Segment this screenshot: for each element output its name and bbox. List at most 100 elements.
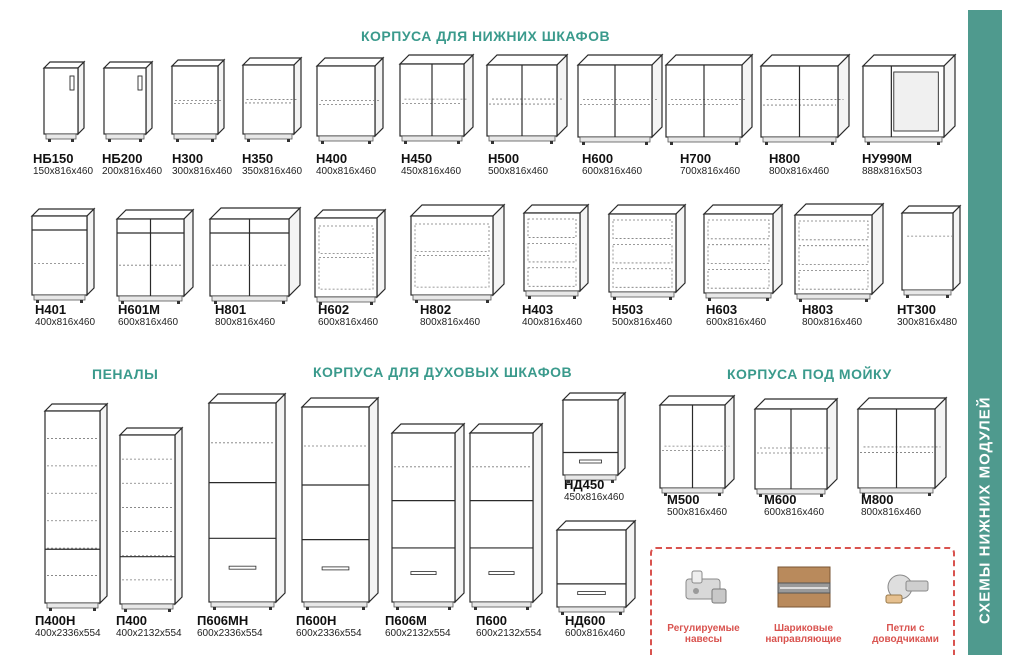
module-code: Н300 — [172, 151, 204, 166]
module-code: НБ150 — [33, 151, 74, 166]
module-size: 300х816х480 — [897, 317, 958, 328]
module-code: П600Н — [296, 613, 337, 628]
module-code: Н800 — [769, 151, 801, 166]
module-size: 600х816х460 — [582, 166, 643, 177]
module-size: 600х2336х554 — [197, 628, 263, 639]
module-code: Н401 — [35, 302, 67, 317]
cabinet-drawing — [485, 53, 569, 144]
cabinet-drawing — [102, 60, 154, 142]
module-code: Н601М — [118, 302, 160, 317]
module-code: НУ990М — [862, 151, 912, 166]
cabinet-module — [485, 53, 569, 144]
cabinet-drawing — [576, 53, 664, 145]
cabinet-module — [759, 53, 851, 145]
module-size: 500х816х460 — [667, 507, 728, 518]
module-size: 600х2336х554 — [296, 628, 362, 639]
cabinet-module — [664, 53, 754, 145]
hinge-icon — [672, 559, 736, 617]
feature-item: Петли с доводчиками — [858, 559, 953, 645]
module-size: 600х2132х554 — [385, 628, 451, 639]
cabinet-module — [398, 53, 475, 144]
cabinet-drawing — [561, 391, 627, 483]
sidebar-title: СХЕМЫ НИЖНИХ МОДУЛЕЙ — [976, 396, 994, 624]
cabinet-drawing — [856, 396, 948, 496]
module-size: 800х816х460 — [802, 317, 863, 328]
cabinet-module — [313, 208, 387, 305]
cabinet-module — [607, 203, 687, 300]
module-code: П606М — [385, 613, 427, 628]
cabinet-module — [468, 422, 544, 610]
module-size: 150х816х460 — [33, 166, 94, 177]
cabinet-module — [555, 519, 637, 615]
module-size: 400х816х460 — [35, 317, 96, 328]
module-size: 450х816х460 — [564, 492, 625, 503]
drawer-slide-icon — [772, 559, 836, 617]
cabinet-drawing — [170, 58, 226, 142]
module-size: 350х816х460 — [242, 166, 303, 177]
cabinet-module — [900, 204, 962, 298]
feature-label: Петли с доводчиками — [872, 623, 939, 645]
features-panel: Регулируемые навесы Шариковые направляющ… — [650, 547, 955, 655]
cabinet-drawing — [607, 203, 687, 300]
section-title-oven: КОРПУСА ДЛЯ ДУХОВЫХ ШКАФОВ — [313, 364, 573, 380]
module-size: 400х816х460 — [522, 317, 583, 328]
cabinet-drawing — [522, 203, 590, 299]
cabinet-module — [390, 422, 466, 610]
module-code: Н400 — [316, 151, 348, 166]
cabinet-drawing — [42, 60, 86, 142]
module-code: Н801 — [215, 302, 247, 317]
module-size: 600х816х460 — [318, 317, 379, 328]
cabinet-drawing — [793, 202, 885, 302]
cabinet-module — [208, 206, 302, 304]
cabinet-module — [702, 203, 784, 301]
module-size: 600х816х460 — [565, 628, 626, 639]
cabinet-drawing — [409, 203, 506, 303]
cabinet-drawing — [315, 56, 385, 144]
module-code: Н503 — [612, 302, 644, 317]
module-size: 600х816х460 — [118, 317, 179, 328]
module-code: Н350 — [242, 151, 274, 166]
cabinet-drawing — [468, 422, 544, 610]
cabinet-module — [409, 203, 506, 303]
section-title-lower: КОРПУСА ДЛЯ НИЖНИХ ШКАФОВ — [361, 28, 611, 44]
cabinet-drawing — [759, 53, 851, 145]
cabinet-module — [30, 207, 96, 303]
sidebar-title-wrap: СХЕМЫ НИЖНИХ МОДУЛЕЙ — [968, 10, 1002, 655]
module-size: 450х816х460 — [401, 166, 462, 177]
cabinet-drawing — [300, 396, 380, 610]
cabinet-module — [300, 396, 380, 610]
cabinet-drawing — [753, 397, 839, 497]
module-code: М800 — [861, 492, 894, 507]
module-size: 600х816х460 — [764, 507, 825, 518]
module-code: НД600 — [565, 613, 606, 628]
module-size: 300х816х460 — [172, 166, 233, 177]
cabinet-drawing — [664, 53, 754, 145]
cabinet-drawing — [208, 206, 302, 304]
module-code: М600 — [764, 492, 797, 507]
cabinet-module — [102, 60, 154, 142]
module-code: П600 — [476, 613, 508, 628]
cabinet-module — [170, 58, 226, 142]
cabinet-module — [241, 56, 303, 142]
module-code: Н700 — [680, 151, 712, 166]
module-size: 500х816х460 — [488, 166, 549, 177]
module-code: П606МН — [197, 613, 249, 628]
cabinet-drawing — [398, 53, 475, 144]
cabinet-module — [207, 392, 287, 610]
cabinet-drawing — [702, 203, 784, 301]
module-code: М500 — [667, 492, 700, 507]
module-code: Н603 — [706, 302, 738, 317]
sidebar: СХЕМЫ НИЖНИХ МОДУЛЕЙ — [968, 10, 1002, 655]
module-code: Н803 — [802, 302, 834, 317]
cabinet-drawing — [555, 519, 637, 615]
module-code: НБ200 — [102, 151, 143, 166]
cabinet-module — [315, 56, 385, 144]
module-size: 800х816х460 — [215, 317, 276, 328]
cabinet-drawing — [241, 56, 303, 142]
cabinet-module — [561, 391, 627, 483]
cabinet-module — [576, 53, 664, 145]
cabinet-drawing — [861, 53, 957, 145]
module-code: П400 — [116, 613, 148, 628]
module-size: 400х2132х554 — [116, 628, 182, 639]
feature-label: Регулируемые навесы — [667, 623, 740, 645]
